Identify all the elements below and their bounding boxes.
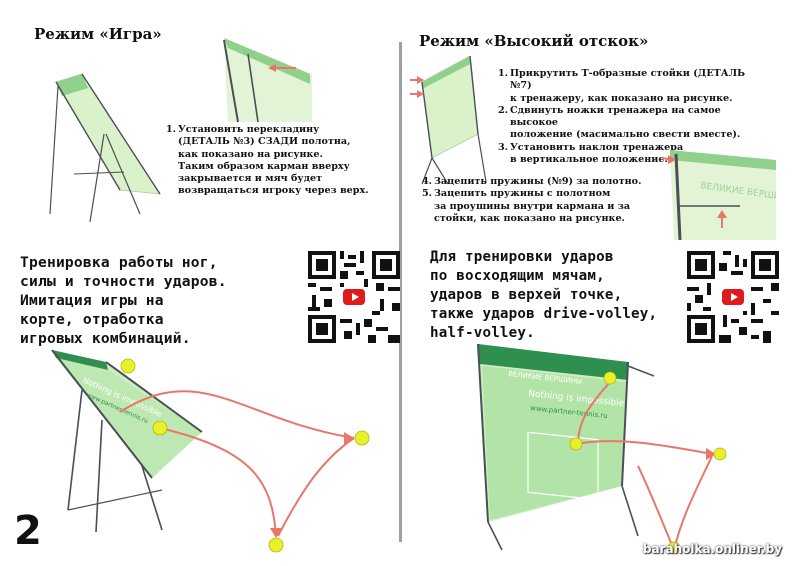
left-qr-code[interactable]: [308, 251, 400, 343]
right-step-line: в вертикальное положение.: [510, 154, 668, 166]
tennis-ball: [152, 420, 168, 436]
column-divider: [399, 42, 402, 542]
right-detail-closeup: ВЕЛИКИЕ ВЕРШИНЫ: [661, 150, 776, 240]
promo-line: корте, отработка: [20, 311, 164, 328]
right-promo-text: Для тренировки ударов по восходящим мяча…: [430, 248, 685, 343]
right-small-trainer-illustration: [410, 55, 487, 185]
left-step-1-line: закрывается и мяч будет: [178, 173, 323, 185]
tennis-ball: [603, 371, 617, 385]
youtube-play-icon: [343, 289, 365, 305]
promo-line: игровых комбинаций.: [20, 330, 191, 347]
page-number: 2: [14, 508, 42, 554]
right-step-line: Прикрутить Т-образные стойки (ДЕТАЛЬ №7): [510, 68, 745, 92]
right-step-1: 1. Прикрутить Т-образные стойки (ДЕТАЛЬ …: [498, 68, 768, 105]
left-step-1-line: возвращаться игроку через верх.: [178, 185, 369, 197]
right-step-2: 2. Сдвинуть ножки тренажера на самое выс…: [498, 105, 768, 142]
left-title: Режим «Игра»: [34, 25, 162, 43]
right-title: Режим «Высокий отскок»: [419, 32, 649, 50]
youtube-play-icon: [722, 289, 744, 305]
right-step-2-number: 2.: [498, 104, 509, 116]
right-step-line: Зацепить пружины (№9) за полотно.: [434, 176, 642, 187]
promo-line: Для тренировки ударов: [430, 249, 614, 265]
left-trainer-illustration: Nothing is impossible www.partner-tennis…: [51, 349, 370, 553]
tennis-ball: [569, 437, 583, 451]
right-step-line: за проушины внутри кармана и за: [434, 200, 631, 212]
right-step-line: положение (масимально свести вместе).: [510, 129, 741, 141]
left-step-1-line: (ДЕТАЛЬ №3) СЗАДИ полотна,: [178, 136, 351, 148]
left-small-trainer-illustration: [49, 73, 161, 223]
left-promo-text: Тренировка работы ног, силы и точности у…: [20, 253, 320, 348]
tennis-ball: [354, 430, 370, 446]
watermark: baraholka.onliner.by: [642, 542, 782, 556]
promo-line: по восходящим мячам,: [430, 268, 605, 284]
tennis-ball: [667, 541, 681, 555]
promo-line: силы и точности ударов.: [20, 273, 227, 290]
right-step-5-number: 5.: [422, 188, 433, 200]
left-step-1-number: 1.: [166, 124, 177, 135]
left-step-1: 1. Установить перекладину (ДЕТАЛЬ №3) СЗ…: [166, 124, 394, 198]
promo-line: Имитация игры на: [20, 292, 164, 309]
right-trainer-illustration: ВЕЛИКИЕ ВЕРШИНЫ Nothing is impossible ww…: [477, 343, 727, 555]
right-step-line: Зацепить пружины с полотном: [434, 188, 611, 200]
right-step-line: стойки, как показано на рисунке.: [434, 212, 625, 224]
right-step-line: к тренажеру, как показано на рисунке.: [510, 92, 733, 104]
left-step-1-line: Установить перекладину: [178, 124, 320, 135]
right-step-3-number: 3.: [498, 141, 509, 153]
right-step-line: Сдвинуть ножки тренажера на самое высоко…: [510, 104, 721, 129]
left-step-1-line: как показано на рисунке.: [178, 148, 323, 160]
left-steps: 1. Установить перекладину (ДЕТАЛЬ №3) СЗ…: [166, 124, 394, 198]
tennis-ball: [268, 537, 284, 553]
right-step-line: Установить наклон тренажера: [510, 141, 684, 153]
right-step-4-number: 4.: [422, 176, 433, 187]
qr-code: [308, 251, 400, 343]
promo-line: half-volley.: [430, 325, 535, 341]
left-detail-closeup: [223, 38, 312, 123]
right-steps-top: 1. Прикрутить Т-образные стойки (ДЕТАЛЬ …: [498, 68, 768, 166]
promo-line: ударов в верхей точке,: [430, 287, 623, 303]
tennis-ball: [120, 358, 136, 374]
left-step-1-line: Таким образом карман вверху: [178, 160, 350, 172]
right-step-1-number: 1.: [498, 68, 509, 79]
right-step-4: 4. Зацепить пружины (№9) за полотно.: [422, 176, 662, 188]
right-steps-bottom: 4. Зацепить пружины (№9) за полотно. 5. …: [422, 176, 662, 225]
promo-line: Тренировка работы ног,: [20, 254, 218, 271]
right-qr-code[interactable]: [687, 251, 779, 343]
tennis-ball: [713, 447, 727, 461]
promo-line: также ударов drive-volley,: [430, 306, 658, 322]
